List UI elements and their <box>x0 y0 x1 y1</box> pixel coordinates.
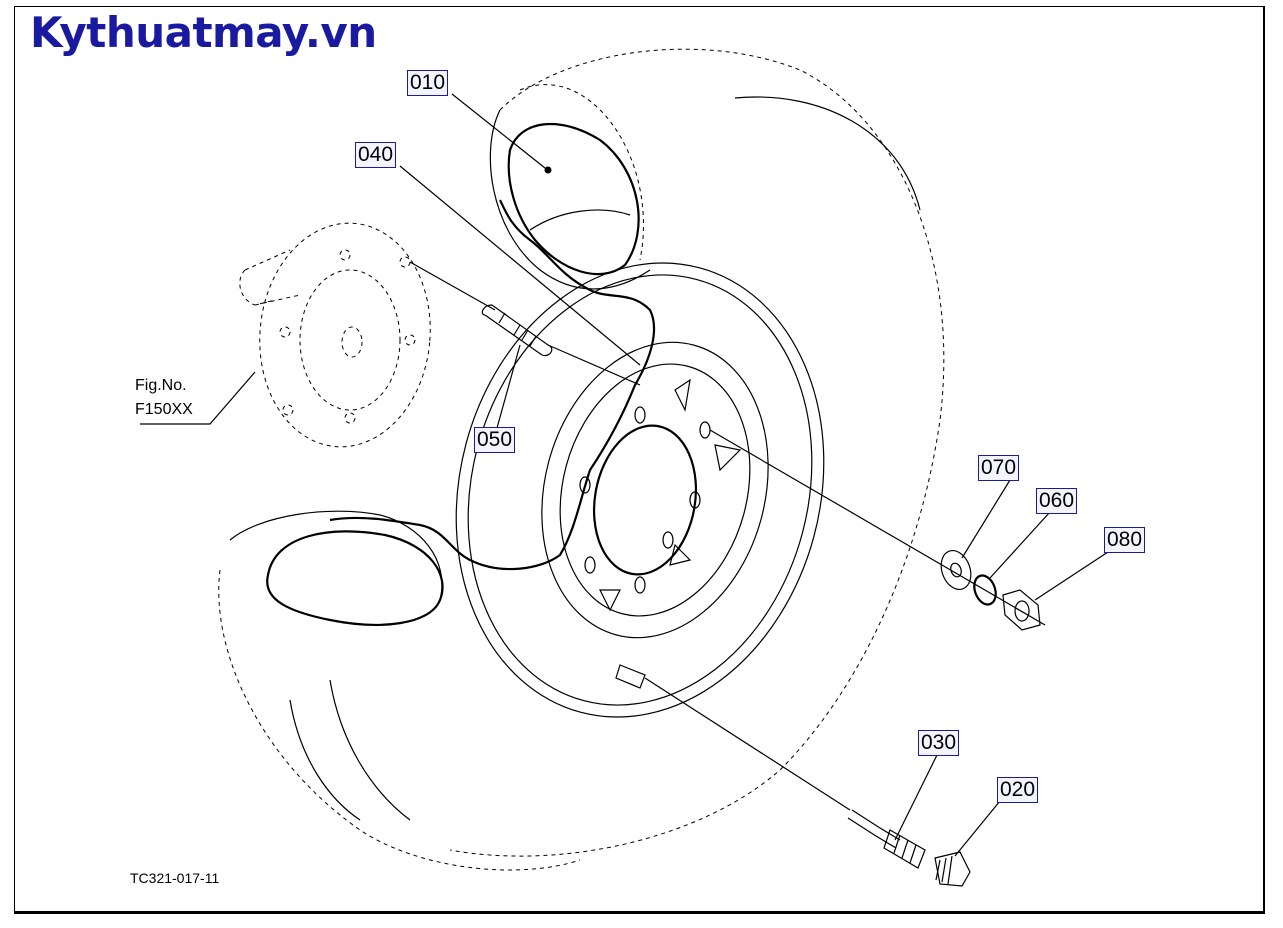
hub-bolt <box>339 249 351 261</box>
hub-inner <box>299 269 401 411</box>
callout-080[interactable]: 080 <box>1104 527 1146 553</box>
tire-cut-lower <box>266 530 444 626</box>
hub-shaft <box>239 249 301 306</box>
hub-bolt <box>344 412 356 424</box>
tire-lower-lines <box>289 679 411 821</box>
valve-cap-020-grip <box>935 855 953 885</box>
rim-bolt-hole <box>579 476 591 494</box>
axis-valve <box>644 677 851 811</box>
callout-060[interactable]: 060 <box>1036 488 1078 514</box>
brand-logo-text: Kythuatmay.vn <box>30 8 377 57</box>
leader-010 <box>451 93 551 173</box>
valve-body-030 <box>883 829 926 869</box>
rim-disc <box>559 363 751 617</box>
callout-030[interactable]: 030 <box>918 730 960 756</box>
callout-040[interactable]: 040 <box>355 142 397 168</box>
nut-080 <box>1002 589 1041 631</box>
washer-070-hole <box>950 562 962 578</box>
rim-bolt-hole <box>689 491 701 509</box>
tire-cut-upper-inner <box>529 209 631 231</box>
tire-inner-upper <box>519 84 644 261</box>
axis-stud <box>547 344 641 386</box>
valve-stem-030 <box>847 809 901 849</box>
callout-020[interactable]: 020 <box>997 777 1039 803</box>
hub-bolt <box>404 334 416 346</box>
callout-050[interactable]: 050 <box>474 427 516 453</box>
leader-060 <box>989 511 1051 579</box>
rim-bolt-hole <box>662 531 674 549</box>
tire-cut-upper <box>507 122 640 276</box>
leader-080 <box>1034 551 1109 601</box>
figure-ref-line1: Fig.No. <box>135 377 187 394</box>
tire-lower-sidewall <box>229 510 443 601</box>
hub-flange <box>259 222 431 448</box>
tire-outline-lower <box>218 569 581 871</box>
leader-030 <box>894 752 939 841</box>
rim-center-hole <box>592 424 698 576</box>
rim-outer-2 <box>467 274 813 706</box>
leader-050 <box>496 344 521 429</box>
rim-bolt-hole <box>584 556 596 574</box>
hub-bolt <box>282 404 294 416</box>
axis-nut <box>709 429 1046 626</box>
valve-thread-030 <box>893 834 917 864</box>
washer-070 <box>940 550 972 590</box>
rim-bolt-hole <box>634 406 646 424</box>
leader-050-hub <box>409 261 496 311</box>
nut-080-hole <box>1014 600 1030 622</box>
leader-040 <box>399 165 641 366</box>
valve-rim-030 <box>615 664 646 689</box>
tire-outline-upper <box>449 48 945 857</box>
tire-sidewall-upper <box>489 109 651 290</box>
hub-bolt <box>279 326 291 338</box>
stud-bolt-050 <box>481 304 553 357</box>
tire-tread-upper <box>734 96 921 211</box>
figure-ref-line2: F150XX <box>135 401 193 418</box>
callout-010[interactable]: 010 <box>407 70 449 96</box>
drawing-frame <box>14 6 1265 914</box>
leader-020 <box>954 800 1001 857</box>
callout-070[interactable]: 070 <box>978 455 1020 481</box>
valve-cap-020 <box>934 851 971 887</box>
hub-bore <box>341 326 363 358</box>
rim-outer <box>455 262 825 718</box>
rim-vent <box>599 378 742 612</box>
rim-bolt-hole <box>699 421 711 439</box>
leader-fig <box>140 371 256 425</box>
rim-inner <box>541 341 769 639</box>
tube-profile <box>329 199 656 571</box>
drawing-code: TC321-017-11 <box>130 870 220 886</box>
hub-bolt <box>399 256 411 268</box>
leader-070 <box>961 479 1011 559</box>
rim-bolt-hole <box>634 576 646 594</box>
